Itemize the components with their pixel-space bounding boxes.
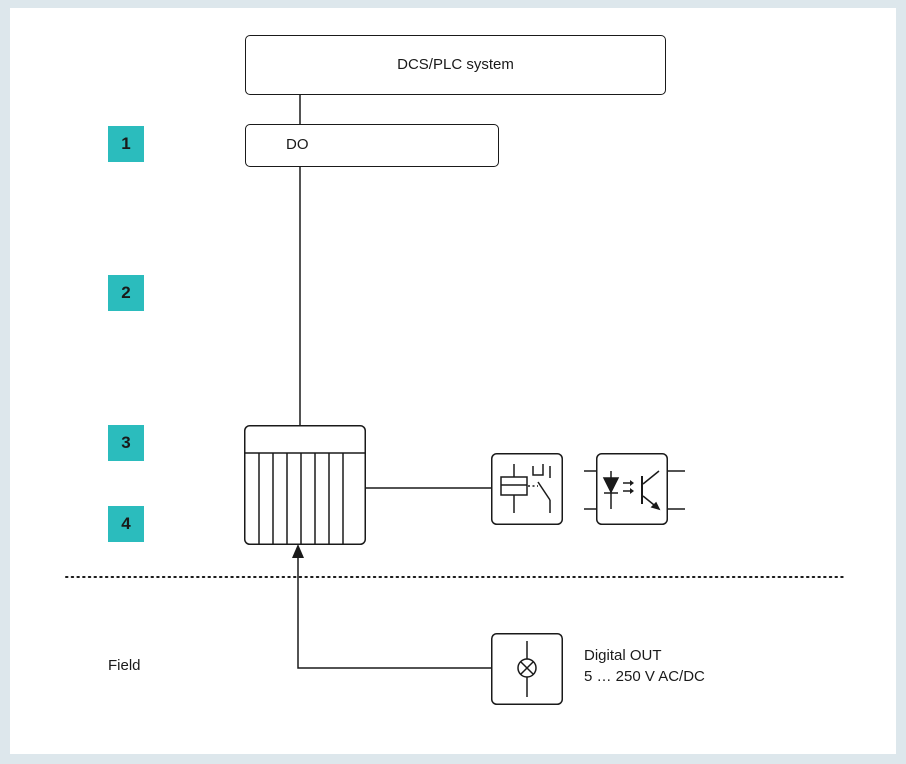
lamp-icon [491,633,563,705]
terminal-slots [258,453,344,544]
level-badge-2: 2 [108,275,144,311]
terminal-block [244,425,366,545]
level-badge-4: 4 [108,506,144,542]
level-badge-1: 1 [108,126,144,162]
optocoupler-icon [584,453,685,525]
field-device-voltage: 5 … 250 V AC/DC [584,668,705,685]
do-label: DO [286,136,309,153]
field-label: Field [108,657,141,674]
level-badge-3: 3 [108,425,144,461]
field-device-type: Digital OUT [584,647,662,664]
dcs-plc-system-box: DCS/PLC system [245,35,666,95]
do-box: DO [245,124,499,167]
relay-icon [491,453,563,525]
field-return-line [297,555,491,669]
arrow-head [292,544,304,558]
dcs-plc-system-label: DCS/PLC system [397,56,514,73]
